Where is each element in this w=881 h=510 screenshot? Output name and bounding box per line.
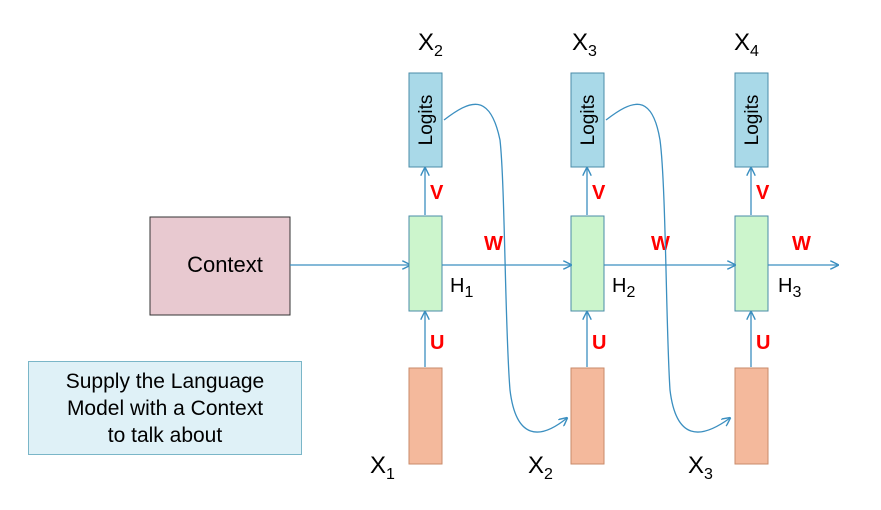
feedback-arrow-1	[443, 103, 567, 433]
input-token-label: X1	[370, 452, 395, 483]
logits-label: Logits	[742, 95, 763, 146]
feedback-arrow-2	[605, 103, 730, 433]
timestep-2: X3 Logits V H2 U X2	[528, 29, 635, 483]
hidden-state-box	[408, 215, 443, 312]
logits-label: Logits	[578, 95, 599, 146]
weight-v-label: V	[592, 182, 606, 204]
weight-u-label: U	[430, 332, 444, 354]
hidden-state-label: H1	[450, 275, 473, 301]
logits-label: Logits	[416, 95, 437, 146]
output-token-label: X3	[572, 29, 597, 60]
weight-w-label-1: W	[484, 233, 503, 255]
hidden-state-box	[734, 215, 769, 312]
weight-w-label-3: W	[792, 233, 811, 255]
context-note: Supply the Language Model with a Context…	[28, 361, 302, 455]
logits-box	[408, 72, 443, 168]
input-embedding-box	[734, 367, 769, 465]
input-token-label: X3	[688, 452, 713, 483]
note-line: Model with a Context	[66, 396, 264, 420]
output-token-label: X2	[418, 29, 443, 60]
hidden-state-label: H3	[778, 275, 801, 301]
weight-w-label-2: W	[651, 233, 670, 255]
weight-v-label: V	[756, 182, 770, 204]
weight-v-label: V	[430, 182, 444, 204]
input-embedding-box	[408, 367, 443, 465]
weight-u-label: U	[756, 332, 770, 354]
note-line: to talk about	[107, 423, 223, 447]
hidden-state-label: H2	[612, 275, 635, 301]
logits-box	[570, 72, 605, 168]
logits-box	[734, 72, 769, 168]
hidden-state-box	[570, 215, 605, 312]
note-line: Supply the Language	[65, 369, 265, 393]
context-label: Context	[187, 252, 263, 277]
weight-u-label: U	[592, 332, 606, 354]
output-token-label: X4	[734, 29, 759, 60]
input-embedding-box	[570, 367, 605, 465]
input-token-label: X2	[528, 452, 553, 483]
timestep-3: X4 Logits V H3 U X3	[688, 29, 801, 483]
timestep-1: X2 Logits V H1 U X1	[370, 29, 473, 483]
context-box	[149, 216, 291, 316]
